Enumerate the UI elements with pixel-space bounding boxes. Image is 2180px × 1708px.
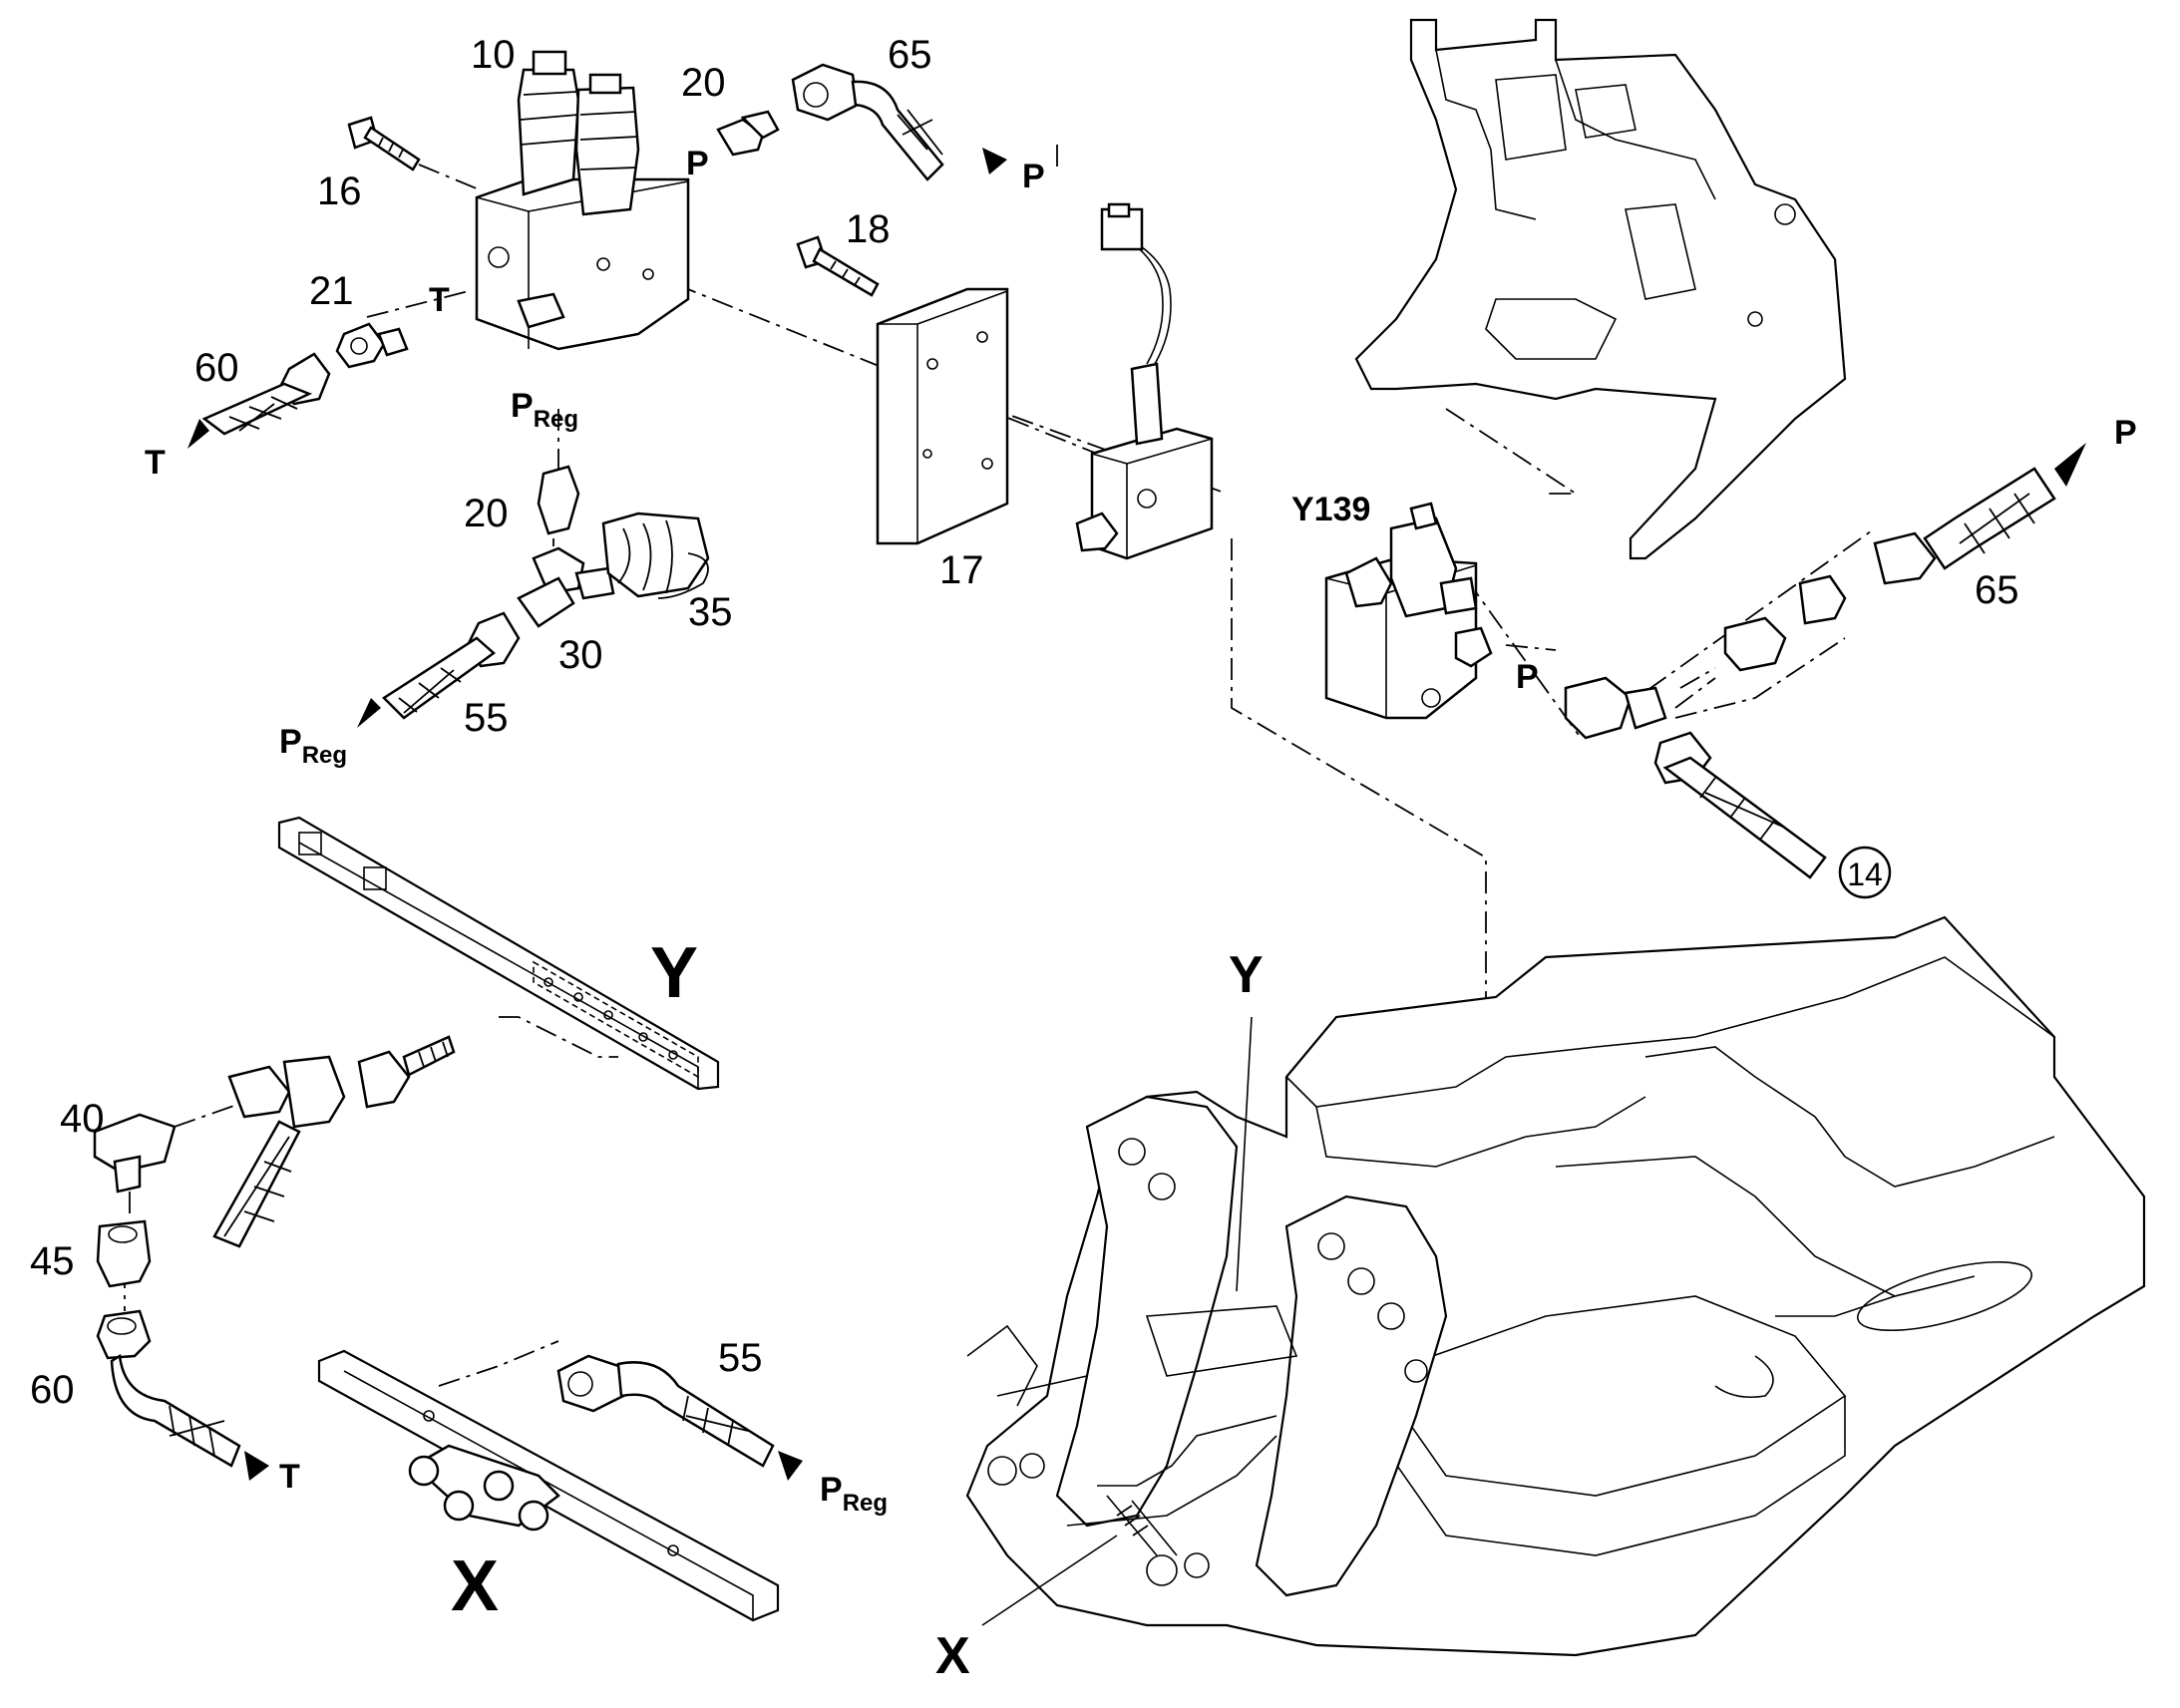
valve-block (475, 50, 690, 351)
label-60-left: 60 (194, 346, 239, 390)
hose-60-bottom (96, 1309, 241, 1468)
part-labels: 10 20 65 16 21 60 18 17 20 35 30 55 Y139… (30, 33, 2019, 1412)
hose-65-top (791, 63, 944, 181)
port-p-top-block: P (686, 145, 709, 182)
label-10: 10 (471, 33, 516, 77)
arrow-p-right (2054, 443, 2086, 487)
label-55-bottom: 55 (718, 1336, 763, 1380)
label-14: 14 (1847, 856, 1883, 892)
label-y139: Y139 (1291, 491, 1370, 528)
view-label-x-left: X (451, 1546, 499, 1626)
label-65-right: 65 (1975, 568, 2019, 612)
label-65-top: 65 (888, 33, 932, 77)
port-preg-bottom: PReg (820, 1471, 888, 1517)
port-t-bottom: T (279, 1458, 300, 1496)
label-60-bottom: 60 (30, 1368, 75, 1412)
label-35: 35 (688, 590, 733, 634)
arrow-t-left (187, 419, 209, 449)
machine-frame (965, 915, 2146, 1657)
label-17: 17 (939, 548, 984, 592)
fitting-20-top (716, 110, 780, 157)
port-p-y139: P (1516, 658, 1539, 696)
label-21: 21 (309, 269, 354, 313)
port-preg-mid: PReg (279, 723, 347, 769)
bolt-18 (796, 235, 880, 297)
view-label-x-right: X (935, 1627, 970, 1685)
view-pointers (981, 1016, 1253, 1626)
view-labels: Y X Y X (451, 933, 1264, 1685)
sensor-block (1075, 202, 1214, 560)
label-40: 40 (60, 1097, 105, 1141)
view-label-y-right: Y (1229, 946, 1264, 1004)
fittings-right (1564, 467, 2056, 899)
label-20-mid: 20 (464, 492, 509, 535)
mount-frame (1354, 18, 1847, 560)
label-30: 30 (558, 633, 603, 677)
port-preg-block: PReg (511, 387, 578, 433)
plate-17 (876, 287, 1009, 545)
label-16: 16 (317, 170, 362, 213)
bracket-x (317, 1349, 780, 1622)
arrow-preg-bottom (778, 1451, 803, 1481)
flow-arrows (187, 148, 2086, 1481)
bracket-y (277, 816, 720, 1091)
port-p-right: P (2114, 414, 2137, 452)
label-45: 45 (30, 1239, 75, 1283)
arrow-preg-mid (357, 698, 381, 728)
port-t-left: T (145, 444, 166, 482)
label-18: 18 (846, 207, 891, 251)
hose-60-left (201, 352, 331, 436)
port-labels: P P T T PReg PReg P P T PReg (145, 145, 2137, 1517)
label-20-top: 20 (681, 61, 726, 105)
arrow-p-top (982, 148, 1007, 174)
hose-55-bottom (556, 1354, 775, 1468)
bolt-16 (347, 116, 421, 171)
port-t-block: T (429, 281, 450, 319)
fitting-21 (335, 322, 409, 369)
hoses-y-detail (93, 1035, 456, 1248)
port-p-top-hose: P (1022, 158, 1045, 195)
fittings-mid (382, 465, 710, 720)
arrow-t-bottom (244, 1451, 269, 1481)
valve-y139 (1324, 502, 1493, 720)
view-label-y-left: Y (650, 933, 698, 1013)
fitting-45 (96, 1219, 152, 1288)
label-55-mid: 55 (464, 696, 509, 740)
